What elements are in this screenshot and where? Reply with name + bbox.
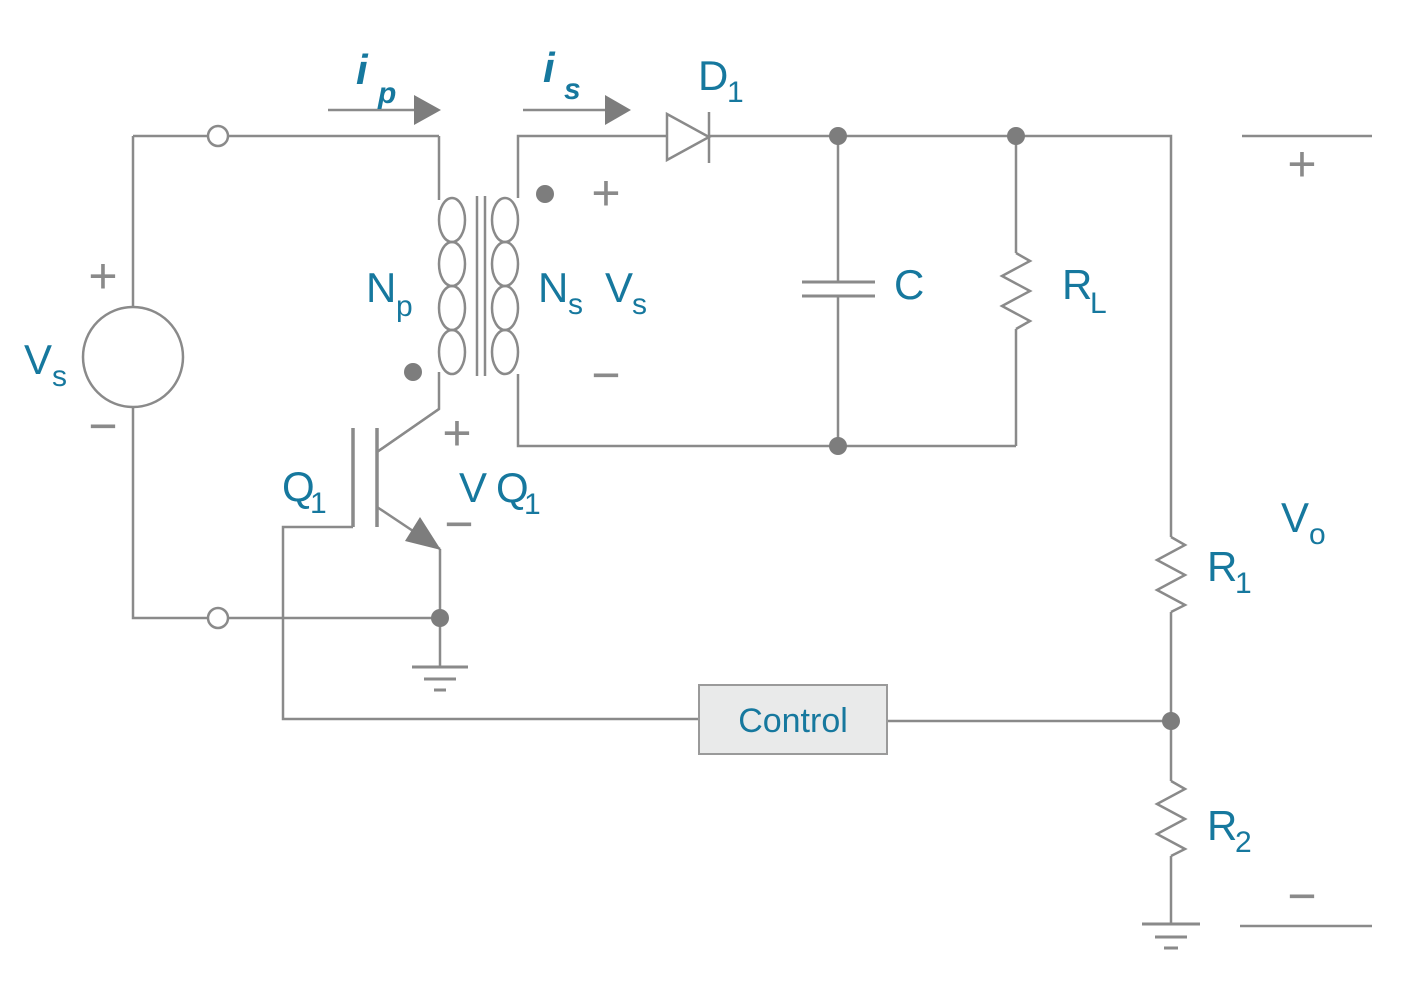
winding-loop [490, 328, 520, 376]
vq1-q-label: Q [496, 464, 529, 511]
diode-label: D [698, 52, 728, 99]
primary-current-label: i [356, 46, 369, 93]
r2-label-sub: 2 [1235, 826, 1252, 859]
capacitor-c: C [802, 261, 924, 308]
winding-loop [437, 240, 467, 288]
winding-loop [490, 196, 520, 244]
wire [376, 372, 441, 454]
r1-label-sub: 1 [1235, 567, 1252, 600]
source-label: V [24, 336, 52, 383]
junction-dot [431, 609, 449, 627]
secondary-voltage-sub: s [632, 288, 647, 321]
voltage-source: + − V s [24, 248, 185, 454]
output-voltage-label: V [1281, 494, 1309, 541]
primary-turns-sub: p [396, 290, 413, 323]
secondary-current-label: i [543, 44, 556, 91]
control-box [698, 684, 888, 755]
arrow-head-icon [414, 95, 441, 125]
junction-dot [829, 127, 847, 145]
collector-lead [376, 407, 440, 454]
wire [516, 134, 667, 198]
primary-polarity-dot [404, 363, 422, 381]
vq1-plus-sign: + [442, 405, 471, 461]
primary-winding [437, 196, 467, 376]
transistor-q1: Q 1 + − V Q 1 [282, 405, 541, 552]
primary-current-sub: p [377, 77, 396, 110]
transistor-label-sub: 1 [310, 487, 327, 520]
ground-symbol-left [412, 665, 468, 692]
primary-turns-label: N [366, 264, 396, 311]
emitter-arrow-icon [405, 517, 441, 550]
resistor-r2: R 2 [1154, 779, 1252, 859]
vq1-minus-sign: − [444, 496, 473, 552]
secondary-minus-sign: − [591, 347, 620, 403]
winding-loop [437, 284, 467, 332]
load-label: R [1062, 261, 1092, 308]
secondary-polarity-dot [536, 185, 554, 203]
ground-symbol-right [1142, 922, 1200, 950]
load-resistor-rl: R L [999, 251, 1107, 331]
source-label-sub: s [52, 360, 67, 393]
resistor-zigzag [1154, 779, 1188, 858]
control-label: Control [738, 702, 848, 740]
junction-dot [1162, 712, 1180, 730]
wire [281, 525, 699, 721]
wire [131, 407, 440, 620]
output-minus-sign: − [1287, 868, 1316, 924]
diode-triangle-icon [665, 111, 712, 163]
wire [516, 374, 1016, 448]
resistor-zigzag [999, 251, 1033, 331]
secondary-winding [490, 196, 520, 376]
transistor-label: Q [282, 463, 315, 510]
resistor-r1: R 1 [1154, 535, 1252, 614]
source-circle [81, 305, 185, 409]
wires [131, 134, 1173, 924]
resistor-zigzag [1154, 535, 1188, 614]
output-plus-sign: + [1287, 136, 1316, 192]
winding-loop [490, 284, 520, 332]
diode-d1: D 1 [665, 52, 744, 163]
secondary-current-sub: s [564, 73, 581, 106]
diode-label-sub: 1 [727, 76, 744, 109]
winding-loop [490, 240, 520, 288]
input-terminal-bottom [206, 606, 230, 630]
secondary-turns-sub: s [568, 288, 583, 321]
vq1-q-sub: 1 [524, 488, 541, 521]
arrow-head-icon [605, 95, 631, 125]
transformer-core [475, 196, 487, 376]
secondary-plus-sign: + [591, 165, 620, 221]
junction-dot [829, 437, 847, 455]
output-voltage-sub: o [1309, 518, 1326, 551]
load-label-sub: L [1090, 287, 1107, 320]
secondary-voltage-label: V [605, 264, 633, 311]
output-terminal-positive: + [1242, 134, 1372, 192]
output-terminal-negative: − [1240, 868, 1372, 928]
control-block: Control [698, 684, 888, 755]
winding-loop [437, 196, 467, 244]
winding-loop [437, 328, 467, 376]
vq1-v-label: V [459, 464, 487, 511]
capacitor-label: C [894, 261, 924, 308]
source-plus-sign: + [88, 248, 117, 304]
r1-label: R [1207, 543, 1237, 590]
secondary-current-arrow [523, 95, 631, 125]
secondary-turns-label: N [538, 264, 568, 311]
primary-current-arrow [328, 95, 441, 125]
r2-label: R [1207, 802, 1237, 849]
junction-dot [1007, 127, 1025, 145]
wire [709, 134, 1173, 537]
input-terminal-top [206, 124, 230, 148]
junction-dots [431, 127, 1180, 730]
transformer: N p N s V s + − [366, 165, 647, 403]
source-minus-sign: − [88, 398, 117, 454]
